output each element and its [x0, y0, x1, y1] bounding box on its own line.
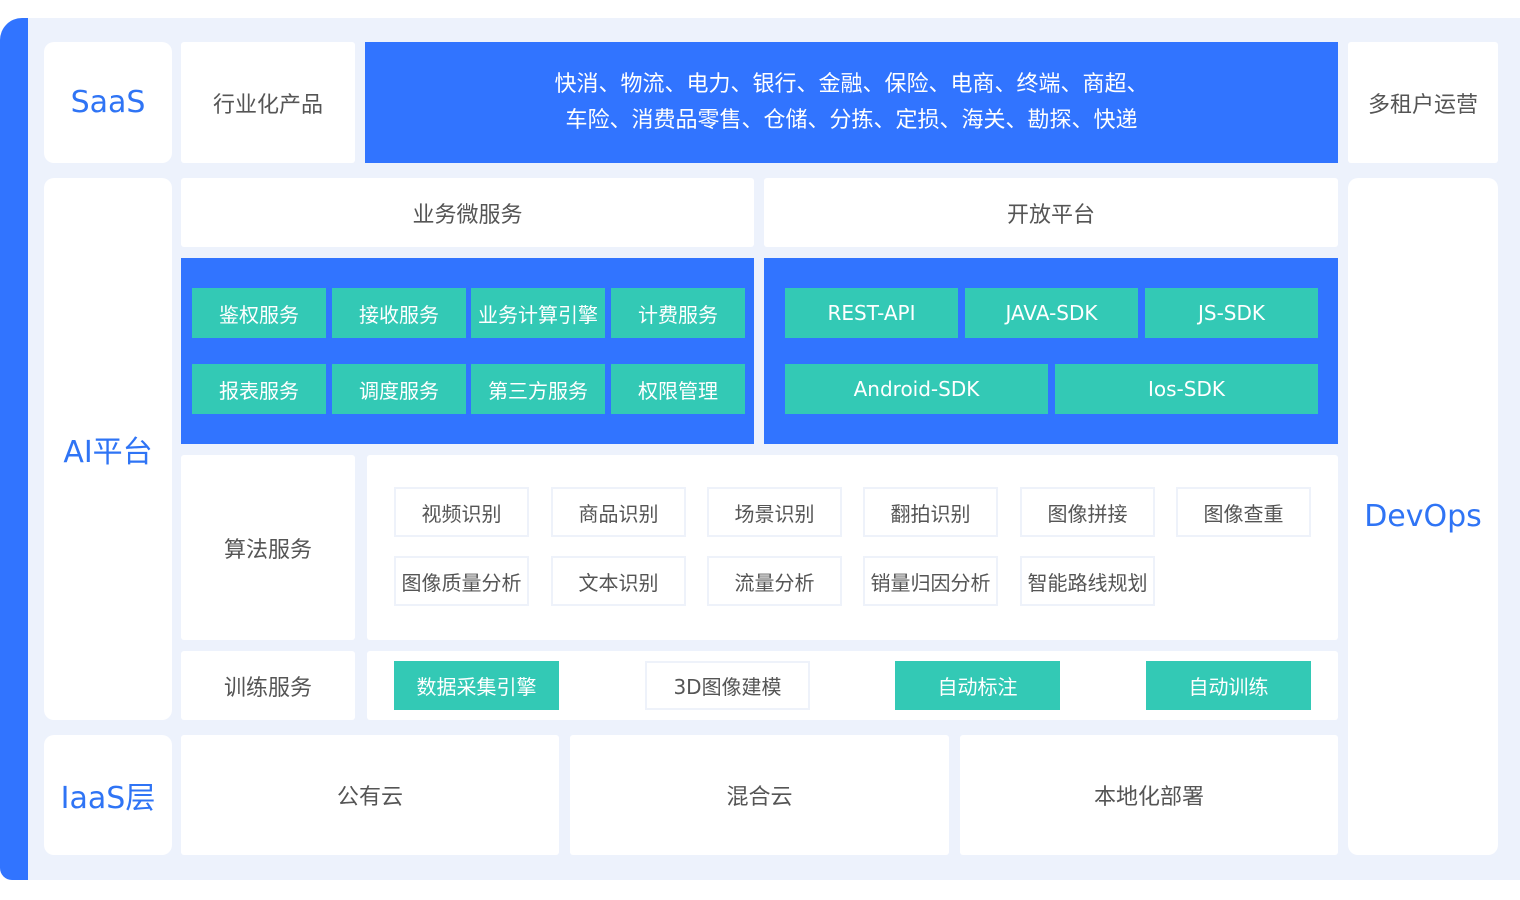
microservice-item: 调度服务	[332, 364, 466, 414]
multi-tenant-ops: 多租户运营	[1348, 42, 1498, 163]
devops: DevOps	[1348, 178, 1498, 855]
open-platform-box	[764, 258, 1338, 444]
algorithm-title: 算法服务	[181, 455, 355, 640]
training-item: 3D图像建模	[645, 661, 810, 710]
algorithm-item: 图像查重	[1176, 487, 1311, 537]
iaas-public-cloud: 公有云	[181, 735, 559, 855]
training-item: 数据采集引擎	[394, 661, 559, 710]
algorithm-item: 商品识别	[551, 487, 686, 537]
microservice-item: 权限管理	[611, 364, 745, 414]
microservices-box	[181, 258, 754, 444]
training-item: 自动标注	[895, 661, 1060, 710]
microservice-item: 业务计算引擎	[471, 288, 605, 338]
open-platform-title: 开放平台	[764, 178, 1338, 247]
open-platform-item: Ios-SDK	[1055, 364, 1318, 414]
layer-ai: AI平台	[44, 178, 172, 720]
algorithm-item: 智能路线规划	[1020, 556, 1155, 606]
layer-saas: SaaS	[44, 42, 172, 163]
open-platform-item: Android-SDK	[785, 364, 1048, 414]
open-platform-item: REST-API	[785, 288, 958, 338]
algorithm-item: 文本识别	[551, 556, 686, 606]
microservice-item: 第三方服务	[471, 364, 605, 414]
iaas-on-premise: 本地化部署	[960, 735, 1338, 855]
microservice-item: 鉴权服务	[192, 288, 326, 338]
industries-line-1: 快消、物流、电力、银行、金融、保险、电商、终端、商超、	[554, 71, 1149, 97]
algorithm-item: 视频识别	[394, 487, 529, 537]
microservices-title: 业务微服务	[181, 178, 754, 247]
algorithm-item: 翻拍识别	[863, 487, 998, 537]
industries-line-2: 车险、消费品零售、仓储、分拣、定损、海关、勘探、快递	[565, 107, 1138, 133]
algorithm-item: 销量归因分析	[863, 556, 998, 606]
open-platform-item: JAVA-SDK	[965, 288, 1138, 338]
algorithm-panel	[367, 455, 1338, 640]
algorithm-item: 场景识别	[707, 487, 842, 537]
microservice-item: 报表服务	[192, 364, 326, 414]
algorithm-item: 图像质量分析	[394, 556, 529, 606]
microservice-item: 计费服务	[611, 288, 745, 338]
algorithm-item: 流量分析	[707, 556, 842, 606]
training-title: 训练服务	[181, 651, 355, 720]
algorithm-item: 图像拼接	[1020, 487, 1155, 537]
industry-products: 行业化产品	[181, 42, 355, 163]
open-platform-item: JS-SDK	[1145, 288, 1318, 338]
industries-band: 快消、物流、电力、银行、金融、保险、电商、终端、商超、 车险、消费品零售、仓储、…	[365, 42, 1338, 163]
training-item: 自动训练	[1146, 661, 1311, 710]
layer-iaas: IaaS层	[44, 735, 172, 855]
iaas-hybrid-cloud: 混合云	[570, 735, 949, 855]
accent-strip	[0, 18, 28, 880]
microservice-item: 接收服务	[332, 288, 466, 338]
